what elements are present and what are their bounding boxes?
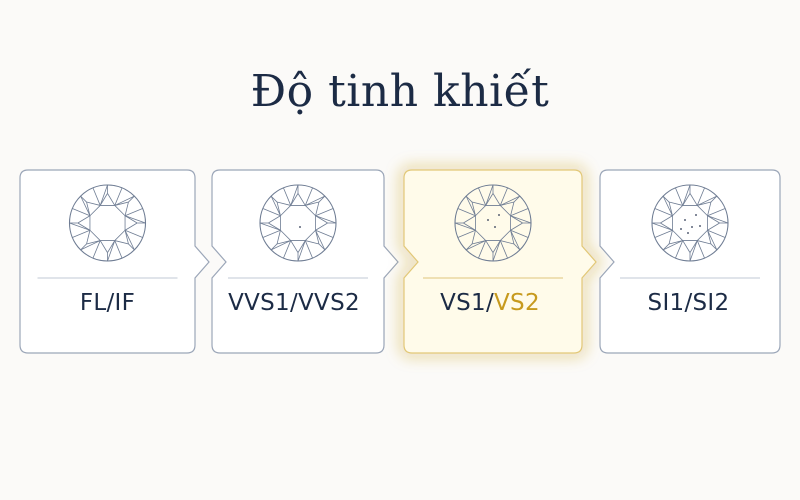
diamond-icon	[454, 184, 532, 262]
page-title: Độ tinh khiết	[250, 66, 550, 117]
inclusion-dot	[695, 214, 697, 216]
inclusion-dot	[691, 226, 693, 228]
grade-label-vs: VS1/VS2	[440, 290, 540, 316]
diamond-icon	[651, 184, 729, 262]
inclusion-dot	[684, 219, 686, 221]
inclusion-dot	[687, 232, 689, 234]
grade-label-si: SI1/SI2	[647, 290, 730, 316]
inclusion-dot	[487, 219, 489, 221]
inclusion-dot	[680, 228, 682, 230]
grade-label-vvs: VVS1/VVS2	[228, 290, 360, 316]
diamond-icon	[259, 184, 337, 262]
inclusion-dot	[699, 225, 701, 227]
inclusion-dot	[494, 226, 496, 228]
inclusion-dot	[498, 214, 500, 216]
grade-card-vvs	[211, 169, 399, 354]
inclusion-dot	[299, 226, 301, 228]
grade-card-vs	[403, 169, 597, 354]
grade-label-fl-if: FL/IF	[79, 290, 136, 316]
diamond-icon	[68, 184, 147, 262]
grade-card-fl-if	[19, 169, 210, 354]
